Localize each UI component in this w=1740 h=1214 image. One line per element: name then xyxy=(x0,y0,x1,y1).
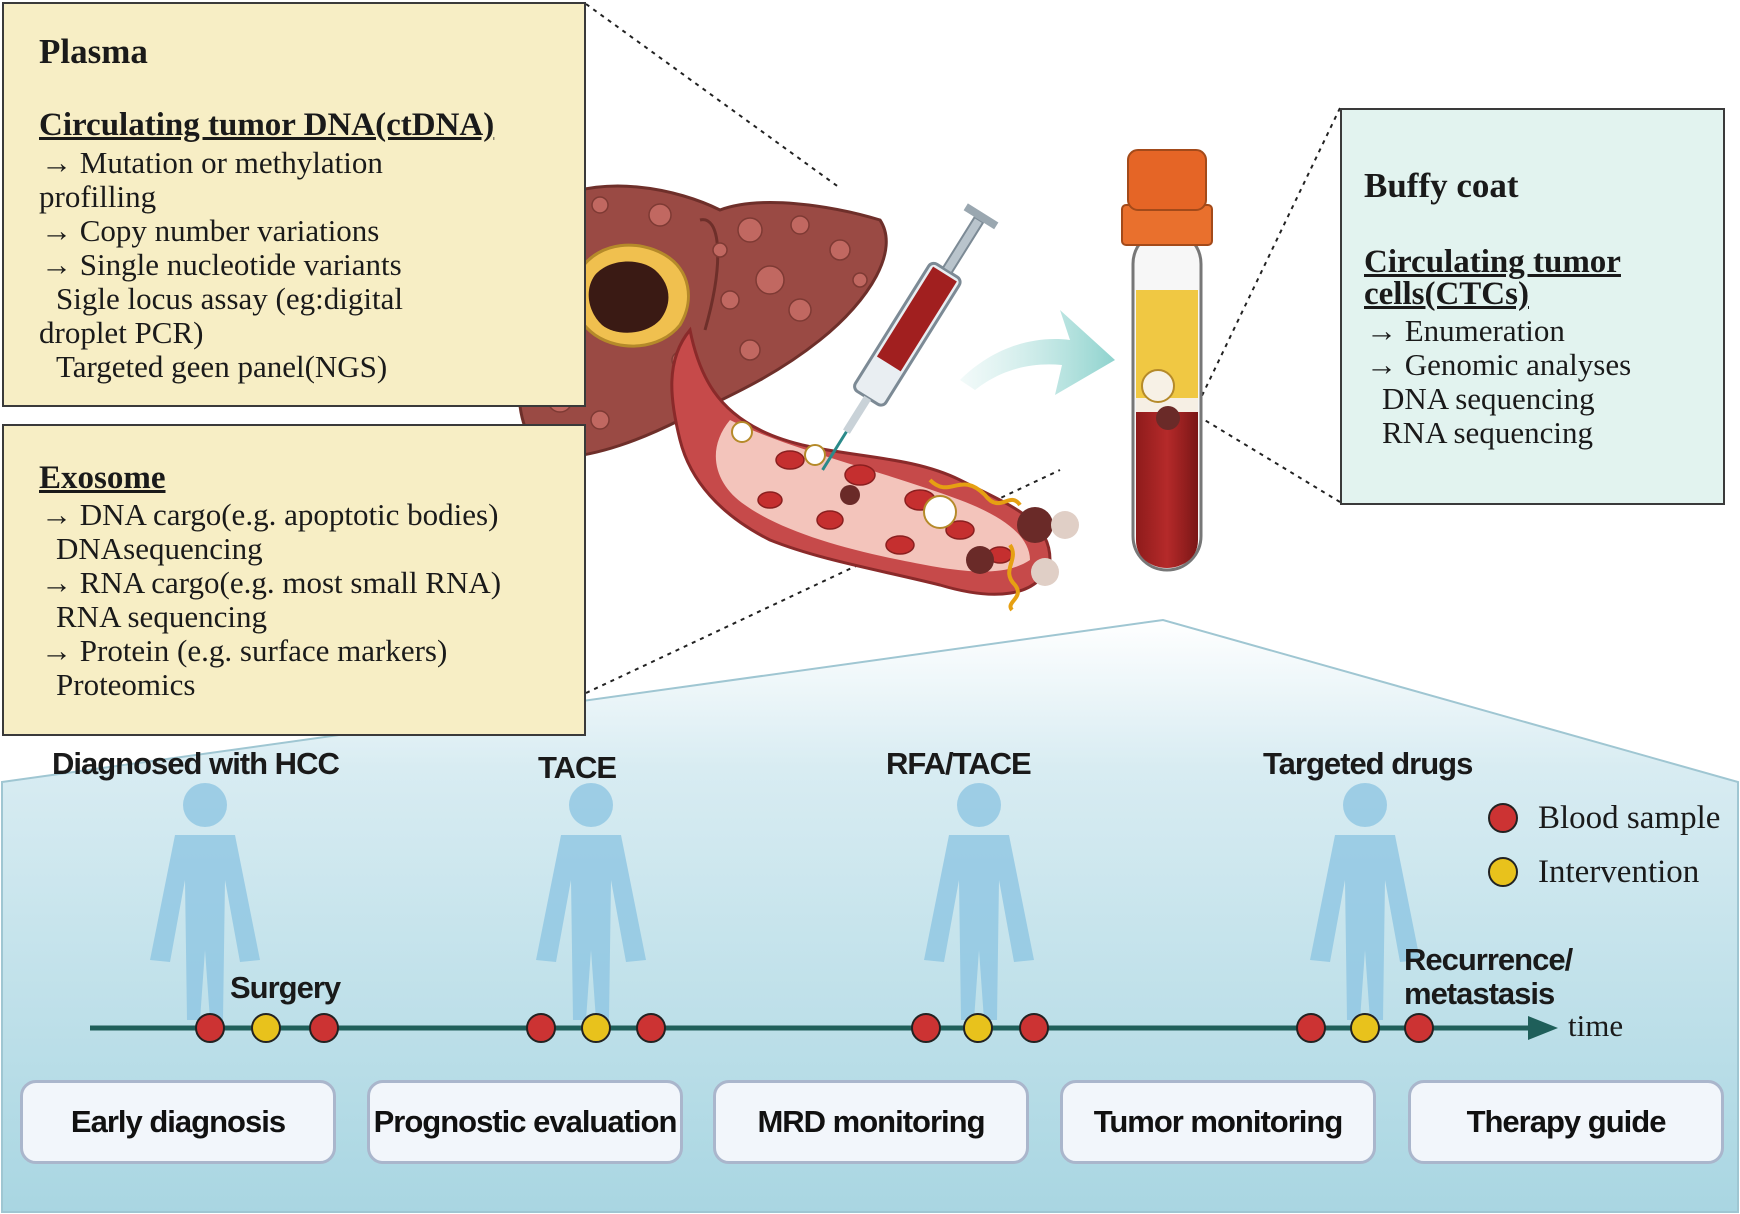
legend-blood-sample: Blood sample xyxy=(1538,800,1721,836)
plasma-line: → Copy number variations xyxy=(41,213,380,248)
event-rfa-tace: RFA/TACE xyxy=(886,746,1032,781)
exosome-line: Proteomics xyxy=(56,667,196,702)
blood-sample-dot xyxy=(911,1013,941,1043)
event-diagnosed: Diagnosed with HCC xyxy=(52,746,340,781)
flow-arrow xyxy=(960,310,1115,395)
plasma-line: profilling xyxy=(39,179,157,214)
zoom-lines xyxy=(585,3,1341,694)
intervention-dot xyxy=(251,1013,281,1043)
intervention-dot xyxy=(581,1013,611,1043)
app-therapy-guide: Therapy guide xyxy=(1408,1080,1724,1164)
buffy-line: → Enumeration xyxy=(1366,313,1565,348)
blood-vessel xyxy=(670,326,1079,612)
app-tumor-monitoring: Tumor monitoring xyxy=(1060,1080,1376,1164)
ctc-heading-line1: Circulating tumor xyxy=(1364,244,1621,280)
blood-sample-dot xyxy=(526,1013,556,1043)
recurrence-label-1: Recurrence/ xyxy=(1404,942,1573,977)
ctdna-heading: Circulating tumor DNA(ctDNA) xyxy=(39,107,495,143)
plasma-line: → Mutation or methylation xyxy=(41,145,383,180)
exosome-line: DNAsequencing xyxy=(56,531,263,566)
plasma-title: Plasma xyxy=(39,32,148,71)
timeline-panel xyxy=(1,618,1739,1213)
blood-sample-dot xyxy=(309,1013,339,1043)
plasma-line: Targeted geen panel(NGS) xyxy=(56,349,388,384)
blood-sample-dot xyxy=(636,1013,666,1043)
blood-sample-dot xyxy=(1404,1013,1434,1043)
buffy-coat-box: Buffy coat Circulating tumor cells(CTCs)… xyxy=(1340,108,1725,505)
blood-sample-dot xyxy=(195,1013,225,1043)
exosome-line: → RNA cargo(e.g. most small RNA) xyxy=(41,565,502,600)
legend-blood-dot xyxy=(1488,803,1518,833)
legend-intervention-dot xyxy=(1488,857,1518,887)
ctc-heading-line2: cells(CTCs) xyxy=(1364,276,1529,312)
app-prognostic-evaluation: Prognostic evaluation xyxy=(367,1080,683,1164)
exosome-heading: Exosome xyxy=(39,460,166,496)
liver-illustration xyxy=(517,184,888,460)
plasma-box: Plasma Circulating tumor DNA(ctDNA) → Mu… xyxy=(2,2,586,407)
blood-sample-dot xyxy=(1296,1013,1326,1043)
intervention-dot xyxy=(963,1013,993,1043)
exosome-line: RNA sequencing xyxy=(56,599,267,634)
syringe-illustration xyxy=(821,203,999,471)
blood-sample-dot xyxy=(1019,1013,1049,1043)
plasma-line: Sigle locus assay (eg:digital xyxy=(56,281,403,316)
exosome-line: → DNA cargo(e.g. apoptotic bodies) xyxy=(41,497,499,532)
buffy-title: Buffy coat xyxy=(1364,166,1519,205)
legend-intervention: Intervention xyxy=(1538,854,1700,890)
blood-tube xyxy=(1121,149,1213,572)
event-targeted-drugs: Targeted drugs xyxy=(1263,746,1473,781)
intervention-dot xyxy=(1350,1013,1380,1043)
exosome-box: Exosome → DNA cargo(e.g. apoptotic bodie… xyxy=(2,424,586,736)
exosome-line: → Protein (e.g. surface markers) xyxy=(41,633,448,668)
plasma-line: → Single nucleotide variants xyxy=(41,247,402,282)
app-mrd-monitoring: MRD monitoring xyxy=(713,1080,1029,1164)
patient-silhouettes xyxy=(150,783,1420,1020)
buffy-line: → Genomic analyses xyxy=(1366,347,1632,382)
recurrence-label-2: metastasis xyxy=(1404,976,1555,1011)
event-tace: TACE xyxy=(538,750,617,785)
buffy-line: RNA sequencing xyxy=(1382,415,1593,450)
plasma-line: droplet PCR) xyxy=(39,315,204,350)
buffy-line: DNA sequencing xyxy=(1382,381,1595,416)
time-axis-label: time xyxy=(1568,1008,1624,1043)
surgery-label: Surgery xyxy=(230,970,341,1005)
app-early-diagnosis: Early diagnosis xyxy=(20,1080,336,1164)
